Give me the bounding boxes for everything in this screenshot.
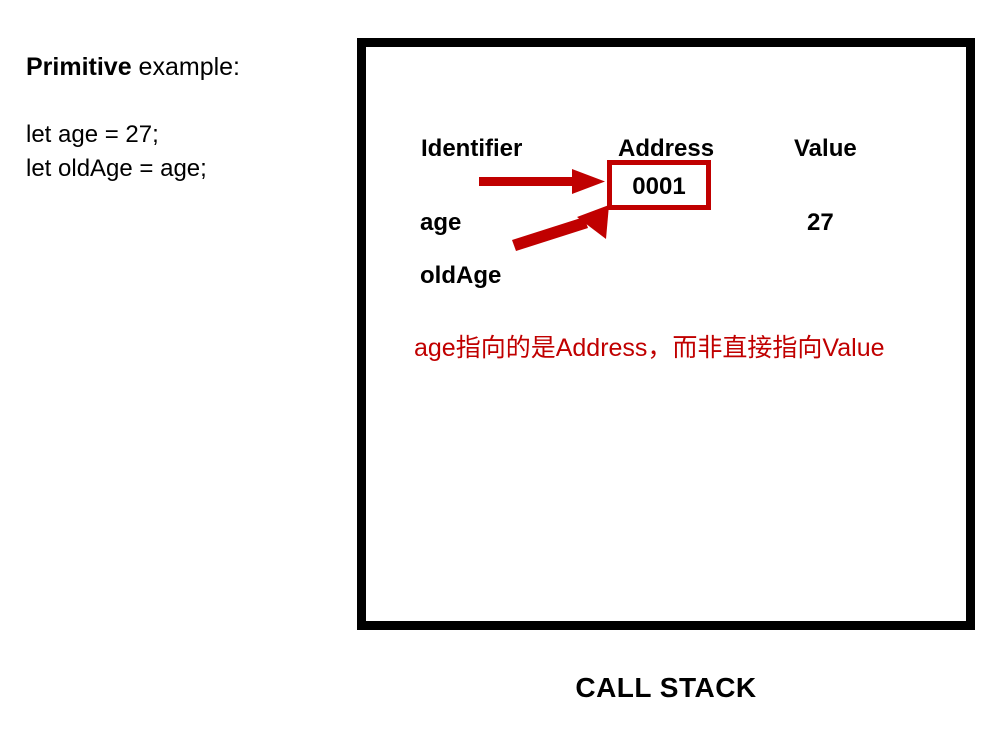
page-title: Primitive example: [26, 50, 336, 84]
address-value-0001: 0001 [632, 173, 686, 200]
identifier-cell-oldage: oldAge [420, 262, 502, 289]
code-snippet: let age = 27; let oldAge = age; [26, 118, 336, 186]
identifier-cell-age: age [420, 209, 462, 236]
straight-arrow-right-icon [479, 169, 605, 194]
call-stack-caption: CALL STACK [575, 672, 757, 703]
address-box-highlight: 0001 [607, 160, 711, 210]
page-title-rest: example: [131, 53, 240, 81]
column-header-value: Value [794, 135, 857, 162]
column-header-address: Address [618, 135, 715, 162]
page-title-bold: Primitive [26, 53, 132, 81]
annotation-text: age指向的是Address，而非直接指向Value [414, 334, 885, 362]
left-text-panel: Primitive example: let age = 27; let old… [26, 50, 336, 186]
diagonal-arrow-up-right-icon [512, 205, 609, 251]
code-line-1: let age = 27; [26, 121, 159, 148]
call-stack-box: Identifier Address Value age oldAge 0001… [357, 38, 975, 630]
value-cell-27: 27 [807, 209, 834, 236]
column-header-identifier: Identifier [421, 135, 523, 162]
code-line-2: let oldAge = age; [26, 155, 207, 182]
